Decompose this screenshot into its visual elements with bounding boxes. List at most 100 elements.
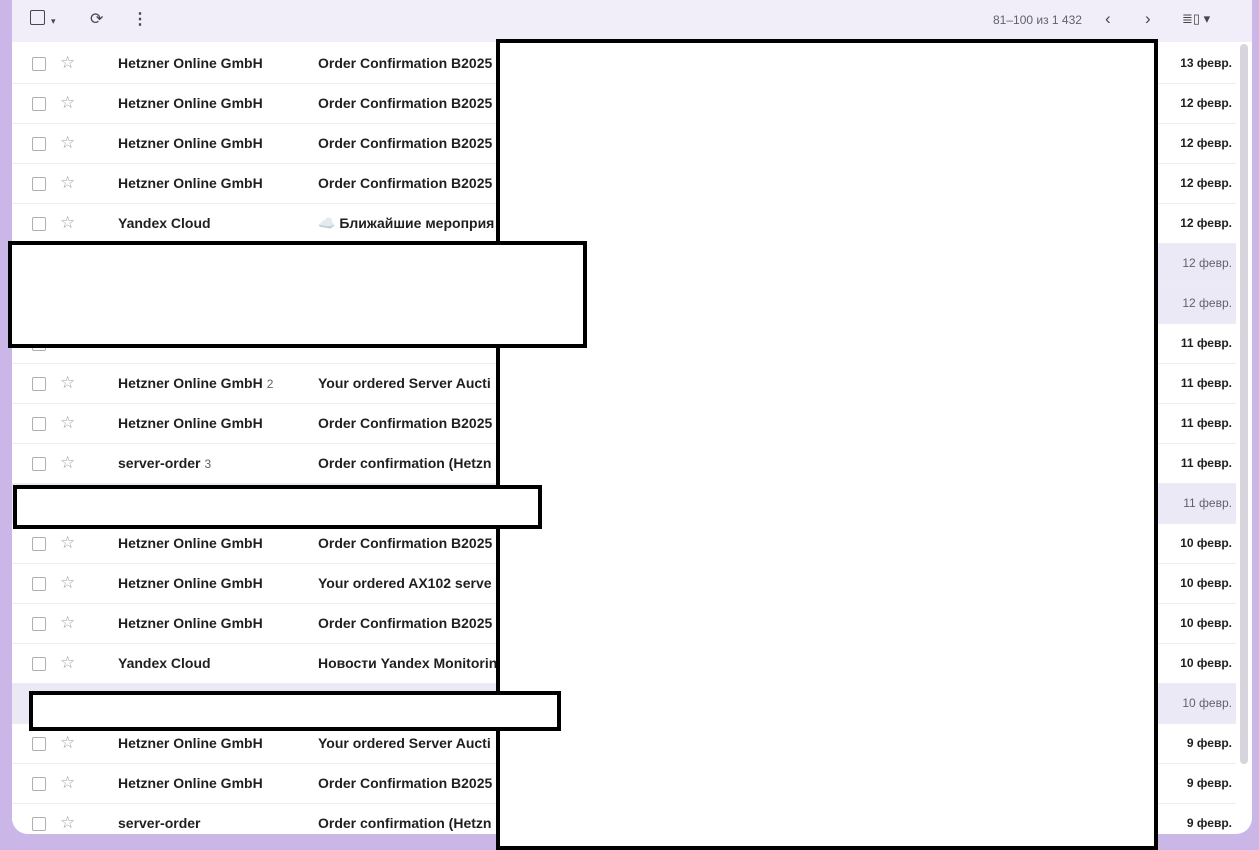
mail-date: 12 февр. <box>1182 296 1232 310</box>
row-checkbox[interactable] <box>32 177 46 191</box>
previous-page-icon[interactable]: ‹ <box>1105 9 1111 28</box>
mail-date: 10 февр. <box>1182 696 1232 710</box>
mail-subject: Order Confirmation B2025 <box>318 415 493 431</box>
sender-name: Hetzner Online GmbH <box>118 615 267 631</box>
star-icon[interactable]: ☆ <box>60 573 76 592</box>
sender-label: Hetzner Online GmbH <box>118 135 263 151</box>
sender-label: Hetzner Online GmbH <box>118 735 263 751</box>
mail-subject: Order confirmation (Hetzn <box>318 815 492 831</box>
star-icon[interactable]: ☆ <box>60 813 76 832</box>
row-checkbox[interactable] <box>32 57 46 71</box>
select-all-checkbox[interactable]: ▾ <box>30 10 56 31</box>
scrollbar[interactable] <box>1240 44 1248 764</box>
sender-label: Hetzner Online GmbH <box>118 175 263 191</box>
mail-subject: Your ordered AX102 serve <box>318 575 492 591</box>
mail-subject: Order confirmation (Hetzn <box>318 455 492 471</box>
mail-subject: Your ordered Server Aucti <box>318 735 491 751</box>
more-options-icon[interactable]: ⋮ <box>132 11 148 28</box>
sender-name: Yandex Cloud <box>118 655 215 671</box>
sender-label: Hetzner Online GmbH <box>118 55 263 71</box>
thread-count: 3 <box>204 457 212 471</box>
sender-name: Yandex Cloud <box>118 215 215 231</box>
redaction-block <box>8 241 587 348</box>
sender-name: Hetzner Online GmbH <box>118 735 267 751</box>
pagination-label: 81–100 из 1 432 <box>993 13 1082 27</box>
sender-label: Hetzner Online GmbH <box>118 535 263 551</box>
sender-label: server-order <box>118 455 201 471</box>
star-icon[interactable]: ☆ <box>60 413 76 432</box>
mail-date: 11 февр. <box>1180 336 1232 350</box>
star-icon[interactable]: ☆ <box>60 173 76 192</box>
split-view-icon[interactable]: ≣▯ ▾ <box>1182 11 1211 26</box>
toolbar: ▾ ⟳ ⋮ 81–100 из 1 432 ‹ › ≣▯ ▾ <box>12 0 1252 42</box>
row-checkbox[interactable] <box>32 737 46 751</box>
star-icon[interactable]: ☆ <box>60 533 76 552</box>
redaction-block <box>29 691 561 731</box>
mail-subject: Order Confirmation B2025 <box>318 95 493 111</box>
star-icon[interactable]: ☆ <box>60 653 76 672</box>
star-icon[interactable]: ☆ <box>60 93 76 112</box>
mail-subject: Order Confirmation B2025 <box>318 175 493 191</box>
mail-date: 10 февр. <box>1180 536 1232 550</box>
mail-date: 10 февр. <box>1180 576 1232 590</box>
mail-subject: Order Confirmation B2025 <box>318 615 493 631</box>
row-checkbox[interactable] <box>32 457 46 471</box>
sender-name: Hetzner Online GmbH <box>118 415 267 431</box>
star-icon[interactable]: ☆ <box>60 613 76 632</box>
star-icon[interactable]: ☆ <box>60 373 76 392</box>
row-checkbox[interactable] <box>32 577 46 591</box>
mail-date: 12 февр. <box>1180 136 1232 150</box>
star-icon[interactable]: ☆ <box>60 213 76 232</box>
sender-name: Hetzner Online GmbH <box>118 55 267 71</box>
mail-subject: Order Confirmation B2025 <box>318 135 493 151</box>
star-icon[interactable]: ☆ <box>60 133 76 152</box>
row-checkbox[interactable] <box>32 777 46 791</box>
row-checkbox[interactable] <box>32 657 46 671</box>
row-checkbox[interactable] <box>32 97 46 111</box>
sender-label: server-order <box>118 815 201 831</box>
row-checkbox[interactable] <box>32 377 46 391</box>
sender-name: Hetzner Online GmbH <box>118 175 267 191</box>
star-icon[interactable]: ☆ <box>60 53 76 72</box>
star-icon[interactable]: ☆ <box>60 453 76 472</box>
sender-label: Hetzner Online GmbH <box>118 95 263 111</box>
checkbox-icon <box>30 10 45 25</box>
mail-date: 10 февр. <box>1180 616 1232 630</box>
row-checkbox[interactable] <box>32 537 46 551</box>
redaction-block <box>496 39 1158 850</box>
sender-name: Hetzner Online GmbH <box>118 775 267 791</box>
sender-label: Hetzner Online GmbH <box>118 415 263 431</box>
row-checkbox[interactable] <box>32 617 46 631</box>
sender-name: Hetzner Online GmbH <box>118 135 267 151</box>
mail-date: 11 февр. <box>1180 416 1232 430</box>
sender-label: Yandex Cloud <box>118 655 211 671</box>
mail-subject: ☁️ Ближайшие мероприя <box>318 215 495 231</box>
sender-name: server-order <box>118 815 205 831</box>
sender-label: Hetzner Online GmbH <box>118 375 263 391</box>
mail-date: 12 февр. <box>1180 176 1232 190</box>
sender-label: Hetzner Online GmbH <box>118 615 263 631</box>
sender-label: Yandex Cloud <box>118 215 211 231</box>
mail-subject: Order Confirmation B2025 <box>318 775 493 791</box>
row-checkbox[interactable] <box>32 137 46 151</box>
mail-subject: Order Confirmation B2025 <box>318 535 493 551</box>
mail-date: 9 февр. <box>1186 776 1232 790</box>
redaction-block <box>13 485 542 529</box>
star-icon[interactable]: ☆ <box>60 773 76 792</box>
row-checkbox[interactable] <box>32 417 46 431</box>
mail-date: 11 февр. <box>1180 456 1232 470</box>
mail-date: 11 февр. <box>1183 496 1232 510</box>
sender-name: Hetzner Online GmbH <box>118 535 267 551</box>
row-checkbox[interactable] <box>32 217 46 231</box>
row-checkbox[interactable] <box>32 817 46 831</box>
thread-count: 2 <box>266 377 274 391</box>
refresh-icon[interactable]: ⟳ <box>90 11 104 28</box>
star-icon[interactable]: ☆ <box>60 733 76 752</box>
mail-subject: Order Confirmation B2025 <box>318 55 493 71</box>
mail-date: 9 февр. <box>1186 816 1232 830</box>
next-page-icon[interactable]: › <box>1145 9 1151 28</box>
mail-date: 13 февр. <box>1180 56 1232 70</box>
mail-subject: Новости Yandex Monitorin <box>318 655 498 671</box>
